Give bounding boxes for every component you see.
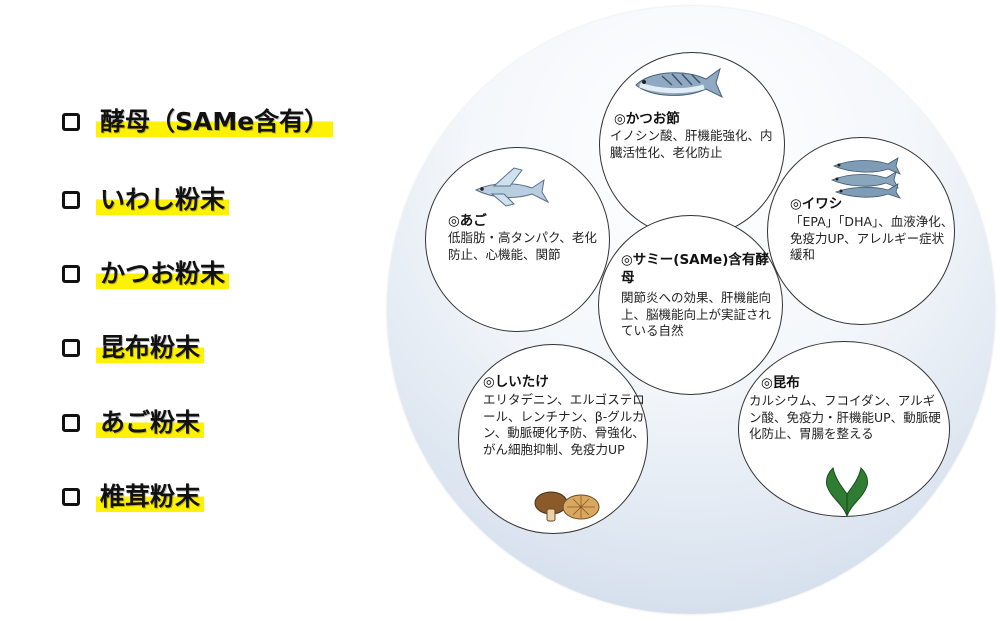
node-title: ◎あご — [448, 213, 487, 229]
flying-fish-icon — [474, 167, 550, 207]
node-shiitake: ◎しいたけ エリタデニン、エルゴステロール、レンチナン、β-グルカン、動脈硬化予… — [458, 344, 648, 534]
checklist-label: 昆布粉末 — [96, 333, 205, 363]
node-title: ◎昆布 — [761, 375, 800, 391]
checkbox[interactable] — [62, 191, 80, 209]
checklist-label: いわし粉末 — [96, 185, 230, 215]
checkbox[interactable] — [62, 488, 80, 506]
node-iwashi: ◎イワシ 「EPA」「DHA」、血液浄化、免疫力UP、アレルギー症状緩和 — [767, 137, 955, 325]
node-text: カルシウム、フコイダン、アルギン酸、免疫力・肝機能UP、動脈硬化防止、胃腸を整え… — [749, 393, 941, 441]
checkbox[interactable] — [62, 414, 80, 432]
node-text: イノシン酸、肝機能強化、内臓活性化、老化防止 — [610, 128, 773, 160]
node-text: エリタデニン、エルゴステロール、レンチナン、β-グルカン、動脈硬化予防、骨強化、… — [483, 392, 645, 457]
checkbox[interactable] — [62, 339, 80, 357]
checkbox[interactable] — [62, 265, 80, 283]
node-text: 関節炎への効果、肝機能向上、脳機能向上が実証されている自然 — [621, 290, 772, 338]
node-katsuobushi: ◎かつお節 イノシン酸、肝機能強化、内臓活性化、老化防止 — [599, 52, 785, 238]
node-title: ◎サミー(SAMe)含有酵母 — [621, 252, 769, 286]
node-text: 低脂肪・高タンパク、老化防止、心機能、関節 — [448, 230, 597, 262]
node-konbu: ◎昆布 カルシウム、フコイダン、アルギン酸、免疫力・肝機能UP、動脈硬化防止、胃… — [738, 341, 950, 517]
checklist-label: あご粉末 — [96, 408, 205, 438]
shiitake-mushroom-icon — [534, 491, 600, 522]
node-title: ◎しいたけ — [483, 374, 549, 390]
node-title: ◎かつお節 — [614, 111, 680, 127]
node-ago: ◎あご 低脂肪・高タンパク、老化防止、心機能、関節 — [425, 147, 610, 332]
sardine-icon — [831, 157, 901, 199]
node-text: 「EPA」「DHA」、血液浄化、免疫力UP、アレルギー症状緩和 — [790, 214, 954, 262]
node-same: ◎サミー(SAMe)含有酵母 関節炎への効果、肝機能向上、脳機能向上が実証されて… — [598, 215, 783, 395]
checklist-label: 酵母（SAMe含有） — [96, 107, 334, 137]
checkbox[interactable] — [62, 113, 80, 131]
node-title: ◎イワシ — [790, 196, 843, 212]
checklist-label: かつお粉末 — [96, 259, 230, 289]
checklist-label: 椎茸粉末 — [96, 482, 205, 512]
bonito-fish-icon — [635, 67, 723, 99]
kelp-icon — [826, 466, 868, 516]
